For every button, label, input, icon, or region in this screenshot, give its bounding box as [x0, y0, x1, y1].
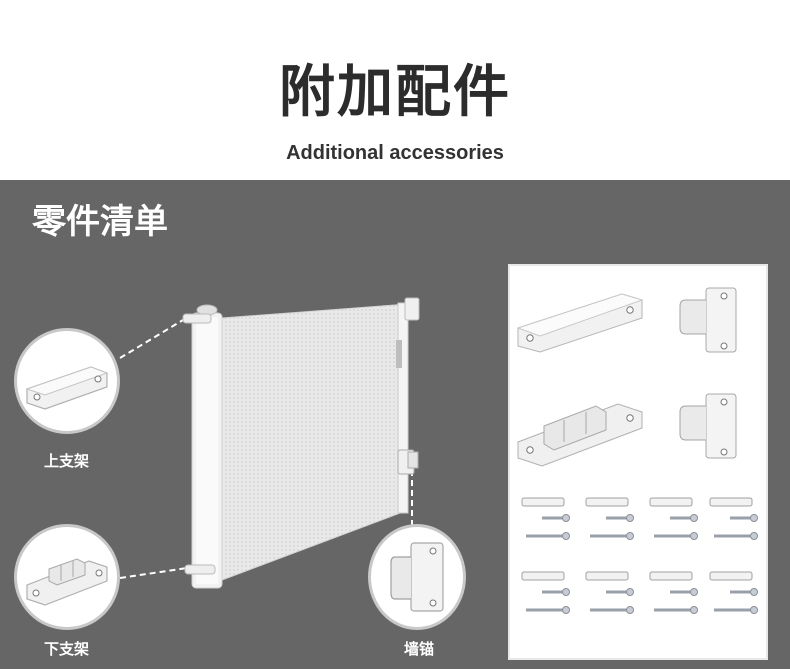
screw-head: [562, 514, 570, 522]
upper-bracket-label: 上支架: [44, 452, 90, 470]
wall-plug: [649, 571, 693, 581]
lower-bracket-image: [26, 558, 108, 606]
screw-head: [690, 532, 698, 540]
screw-head: [690, 606, 698, 614]
screw-head: [750, 532, 758, 540]
screw-head: [750, 514, 758, 522]
upper-bracket-callout: [14, 328, 120, 434]
screw-head: [690, 514, 698, 522]
wall-anchor-label: 墙锚: [404, 640, 435, 658]
page-title: 附加配件: [279, 60, 511, 125]
screw-head: [562, 588, 570, 596]
parts-panel: 零件清单: [0, 180, 790, 669]
screw-head: [690, 588, 698, 596]
kit-wall-anchor-1: [679, 287, 737, 353]
parts-kit-image: [516, 287, 758, 614]
screw-head: [750, 588, 758, 596]
lower-bracket-label: 下支架: [44, 640, 90, 658]
screw-head: [750, 606, 758, 614]
wall-plug: [709, 571, 753, 581]
gate-illustration: [119, 297, 420, 589]
wall-plug: [521, 497, 565, 507]
wall-plug: [521, 571, 565, 581]
page-subtitle: Additional accessories: [286, 142, 504, 164]
wall-plug: [585, 571, 629, 581]
header: 附加配件 Additional accessories: [0, 0, 790, 180]
kit-upper-bracket: [516, 293, 644, 353]
kit-wall-anchor-2: [679, 393, 737, 459]
kit-lower-bracket: [517, 403, 643, 467]
screw-head: [626, 532, 634, 540]
wall-plug: [649, 497, 693, 507]
screw-head: [626, 514, 634, 522]
screw-head: [562, 606, 570, 614]
wall-anchor-image: [390, 542, 444, 612]
wall-plug: [709, 497, 753, 507]
wall-plug: [585, 497, 629, 507]
screw-head: [562, 532, 570, 540]
wall-anchor-callout: [368, 524, 466, 630]
upper-bracket-image: [25, 366, 109, 410]
lower-bracket-callout: [14, 524, 120, 630]
parts-list-title: 零件清单: [32, 202, 168, 242]
screw-head: [626, 606, 634, 614]
screw-head: [626, 588, 634, 596]
parts-kit-box: [508, 264, 768, 660]
kit-screws: [521, 497, 758, 614]
